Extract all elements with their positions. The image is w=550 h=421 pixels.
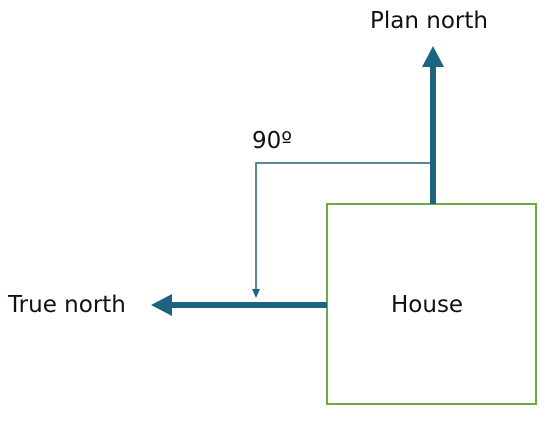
rotation-angle-arrowhead — [252, 289, 260, 298]
house-label: House — [391, 292, 464, 318]
angle-label: 90º — [252, 128, 293, 154]
plan-north-arrowhead — [422, 46, 444, 67]
true-north-arrowhead — [151, 294, 172, 316]
true-north-label: True north — [8, 292, 126, 318]
plan-north-label: Plan north — [370, 8, 488, 34]
rotation-angle-connector — [255, 162, 433, 289]
